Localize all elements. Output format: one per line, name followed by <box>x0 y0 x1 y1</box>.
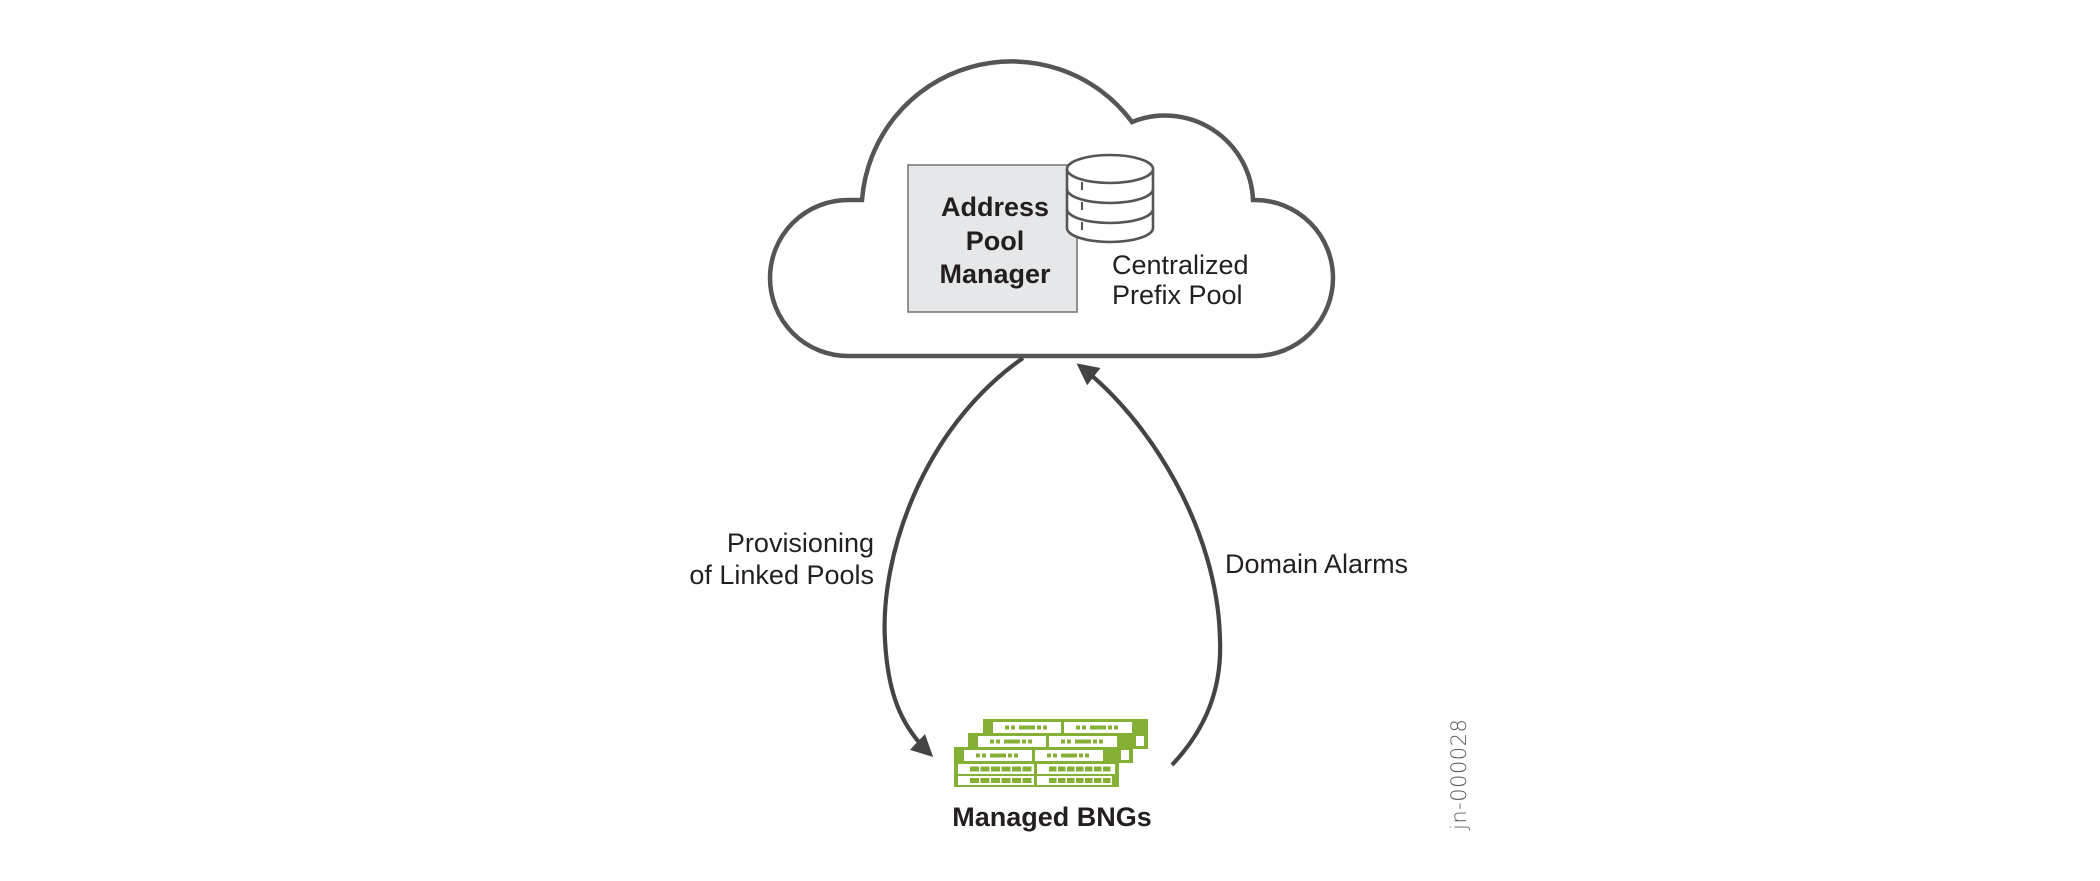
port-led <box>990 739 994 744</box>
bng-chassis <box>954 747 1119 787</box>
port-led <box>1085 753 1089 758</box>
provisioning-label-line-1: Provisioning <box>727 528 874 558</box>
port-led <box>1061 739 1065 744</box>
port-led <box>1008 753 1012 758</box>
address-pool-manager: Address Pool Manager <box>907 164 1078 313</box>
port-segment <box>1022 766 1032 772</box>
port-segment <box>1067 766 1075 772</box>
manager-box <box>907 164 1078 313</box>
port-bar <box>1075 739 1091 744</box>
cloud <box>767 59 1336 359</box>
database-icon <box>1065 153 1155 244</box>
manager-label-line-1: Address <box>941 192 1049 222</box>
port-led <box>1022 739 1026 744</box>
port-led <box>982 753 986 758</box>
port-led <box>1011 725 1015 730</box>
port-led <box>1099 739 1103 744</box>
bngs-label: Managed BNGs <box>952 802 1152 832</box>
port-segment <box>1076 766 1084 772</box>
port-led <box>996 739 1000 744</box>
provisioning-label-line-2: of Linked Pools <box>689 560 874 590</box>
port-led <box>1053 753 1057 758</box>
port-bar <box>990 753 1006 758</box>
port-segment <box>970 778 979 783</box>
port-segment <box>1076 778 1084 783</box>
port-led <box>1067 739 1071 744</box>
port-segment <box>970 766 979 772</box>
port-led <box>1028 739 1032 744</box>
port-segment <box>1094 778 1102 783</box>
provisioning-arrow <box>882 356 1025 758</box>
port-segment <box>1103 766 1111 772</box>
domain-alarms-label: Domain Alarms <box>1225 549 1408 579</box>
port-segment <box>1085 766 1093 772</box>
port-led <box>1076 725 1080 730</box>
port-led <box>976 753 980 758</box>
port-segment <box>1058 778 1066 783</box>
port-segment <box>1049 766 1057 772</box>
port-led <box>1108 725 1112 730</box>
port-segment <box>1103 778 1111 783</box>
port-led <box>1047 753 1051 758</box>
port-led <box>1043 725 1047 730</box>
port-led <box>1014 753 1018 758</box>
database-label-line-1: Centralized <box>1112 250 1249 280</box>
router-stack-icon <box>954 719 1148 787</box>
manager-label-line-3: Manager <box>939 259 1051 289</box>
port-led <box>1082 725 1086 730</box>
domain-alarms-arrow <box>1076 363 1223 767</box>
port-segment <box>991 778 1000 783</box>
port-segment <box>1094 766 1102 772</box>
port-bar <box>1019 725 1035 730</box>
port-led <box>1037 725 1041 730</box>
chassis-side-slot <box>1121 750 1129 760</box>
port-led <box>1093 739 1097 744</box>
port-segment <box>980 766 990 772</box>
port-segment <box>1001 778 1011 783</box>
port-segment <box>1001 766 1011 772</box>
port-segment <box>1067 778 1075 783</box>
port-segment <box>1058 766 1066 772</box>
manager-label-line-2: Pool <box>966 226 1025 256</box>
port-segment <box>1022 778 1032 783</box>
port-led <box>1114 725 1118 730</box>
port-segment <box>1085 778 1093 783</box>
port-led <box>1079 753 1083 758</box>
port-segment <box>991 766 1000 772</box>
port-segment <box>1012 778 1021 783</box>
chassis-side-slot <box>1136 736 1144 746</box>
port-bar <box>1090 725 1106 730</box>
figure-id: jn-000028 <box>1447 719 1471 831</box>
port-segment <box>1049 778 1057 783</box>
port-bar <box>1004 739 1020 744</box>
port-bar <box>1061 753 1077 758</box>
database-label-line-2: Prefix Pool <box>1112 280 1243 310</box>
port-segment <box>1012 766 1021 772</box>
port-segment <box>980 778 990 783</box>
cloud-outline <box>767 59 1336 359</box>
port-led <box>1005 725 1009 730</box>
